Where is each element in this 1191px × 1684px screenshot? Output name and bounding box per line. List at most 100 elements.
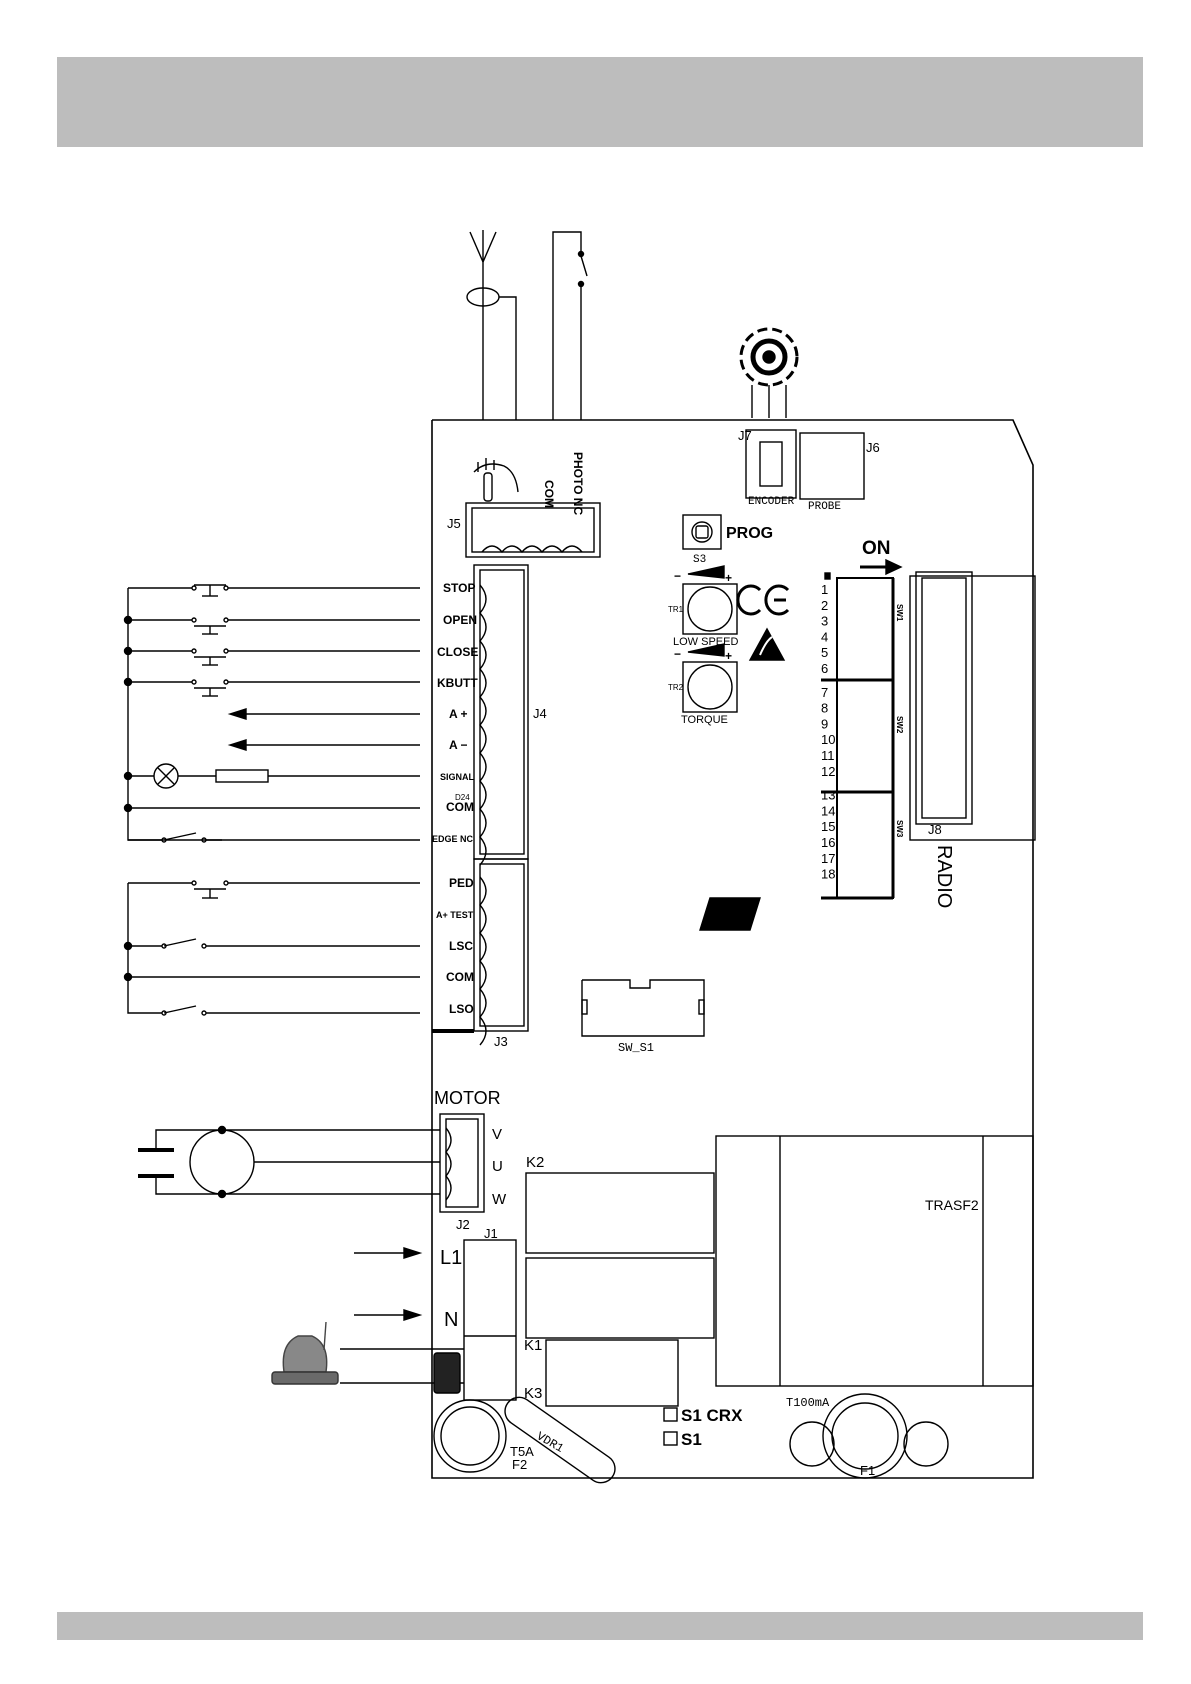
esd-warning-icon bbox=[748, 627, 786, 661]
dip-number-11: 11 bbox=[821, 748, 835, 763]
radio-caption: RADIO bbox=[933, 845, 955, 908]
terminal-signal: SIGNAL bbox=[440, 772, 475, 782]
j5-photo-nc-label: PHOTO NC bbox=[571, 452, 585, 515]
dip-bank-sw2: SW2 bbox=[895, 716, 904, 734]
tr2-plus: + bbox=[725, 649, 732, 663]
header-band bbox=[57, 57, 1143, 147]
dip-number-10: 10 bbox=[821, 732, 835, 747]
prog-label: PROG bbox=[726, 525, 773, 542]
tr1-ref: TR1 bbox=[668, 605, 684, 614]
close-button-symbol bbox=[191, 648, 420, 666]
dip-on-label: ON bbox=[862, 538, 891, 559]
dip-number-8: 8 bbox=[821, 701, 828, 716]
dip-switch-banks bbox=[821, 572, 895, 900]
board-outline bbox=[431, 419, 1034, 1479]
kbutt-button-symbol bbox=[191, 679, 420, 697]
transformer-label: TRASF2 bbox=[925, 1197, 979, 1213]
terminal-edge-nc: EDGE NC bbox=[432, 834, 474, 844]
j2-label: J2 bbox=[456, 1217, 470, 1232]
relay-k1 bbox=[545, 1339, 679, 1407]
j3-label: J3 bbox=[494, 1034, 508, 1049]
j1-label: J1 bbox=[484, 1226, 498, 1241]
motor-terminal-u: U bbox=[492, 1158, 503, 1175]
fuse-f1 bbox=[789, 1393, 949, 1479]
j3-external-wiring bbox=[123, 880, 420, 1016]
j5-label: J5 bbox=[447, 516, 461, 531]
power-n-label: N bbox=[444, 1309, 458, 1331]
terminal-block-j4 bbox=[473, 564, 529, 866]
dip-number-14: 14 bbox=[821, 803, 835, 818]
fuse-f1-label: F1 bbox=[860, 1463, 875, 1478]
tr1-plus: + bbox=[725, 571, 732, 585]
terminal-a-plus: A + bbox=[449, 707, 468, 721]
fuse-f2-label: F2 bbox=[512, 1457, 527, 1472]
relay-k2-lower bbox=[525, 1257, 715, 1339]
torque-trimmer-icon bbox=[682, 643, 738, 713]
connector-j5 bbox=[465, 458, 601, 558]
dip-bank-sw1: SW1 bbox=[895, 604, 904, 622]
tr2-minus: − bbox=[674, 647, 681, 661]
stop-button-symbol bbox=[191, 584, 420, 597]
flashing-light-icon bbox=[271, 1321, 464, 1385]
fuse-f1-rating: T100mA bbox=[786, 1396, 830, 1410]
relay-k3-label: K3 bbox=[524, 1385, 542, 1402]
terminal-close: CLOSE bbox=[437, 645, 478, 659]
j8-label: J8 bbox=[928, 822, 942, 837]
resistor-symbol bbox=[215, 769, 269, 783]
prog-button-icon bbox=[682, 514, 722, 550]
terminal-a-minus: A − bbox=[449, 738, 468, 752]
low-speed-caption: LOW SPEED bbox=[673, 636, 738, 648]
encoder-caption: ENCODER bbox=[748, 496, 795, 508]
terminal-com-j3: COM bbox=[446, 970, 474, 984]
dip-number-4: 4 bbox=[821, 629, 828, 644]
fuse-f2-rating: T5A bbox=[510, 1444, 534, 1459]
j3-terminal-labels: PED A+ TEST LSC COM LSO bbox=[436, 876, 474, 1016]
j6-label: J6 bbox=[866, 440, 880, 455]
lsc-switch-symbol bbox=[128, 938, 420, 949]
dip-number-13: 13 bbox=[821, 788, 835, 803]
probe-connector-j6 bbox=[799, 432, 865, 500]
antenna-terminal-icon bbox=[473, 458, 519, 502]
l1-arrow bbox=[354, 1247, 423, 1259]
dip-number-2: 2 bbox=[821, 598, 828, 613]
prog-ref-label: S3 bbox=[693, 554, 706, 566]
probe-caption: PROBE bbox=[808, 501, 841, 513]
varistor-label: VDR1 bbox=[534, 1429, 566, 1456]
j4-terminal-labels: STOP OPEN CLOSE KBUTT A + A − SIGNAL D24… bbox=[432, 581, 478, 844]
dip-number-6: 6 bbox=[821, 661, 828, 676]
terminal-block-j3 bbox=[432, 858, 529, 1046]
sw-s1-connector bbox=[581, 979, 705, 1037]
motor-title: MOTOR bbox=[434, 1088, 501, 1108]
lamp-terminal-icon bbox=[433, 1352, 461, 1394]
j5-com-label: COM bbox=[542, 480, 556, 508]
motor-connector-j2 bbox=[439, 1113, 485, 1213]
ped-button-symbol bbox=[191, 880, 420, 899]
dip-number-1: 1 bbox=[821, 582, 828, 597]
dip-number-17: 17 bbox=[821, 851, 835, 866]
motor-terminal-w: W bbox=[492, 1191, 507, 1208]
radio-connector-j8 bbox=[909, 571, 1036, 841]
dip-bank-sw3: SW3 bbox=[895, 820, 904, 838]
power-l1-label: L1 bbox=[440, 1247, 462, 1269]
torque-caption: TORQUE bbox=[681, 714, 728, 726]
dip-number-9: 9 bbox=[821, 716, 828, 731]
open-button-symbol bbox=[191, 617, 420, 635]
power-terminal-block-j1 bbox=[463, 1239, 517, 1401]
lso-switch-symbol bbox=[161, 1005, 420, 1016]
sw-s1-label: SW_S1 bbox=[618, 1041, 654, 1055]
j4-external-wiring bbox=[123, 584, 420, 843]
terminal-kbutt: KBUTT bbox=[437, 676, 478, 690]
terminal-a-plus-test: A+ TEST bbox=[436, 910, 474, 920]
signal-lamp-icon bbox=[153, 763, 216, 789]
rib-logo-text: RIB bbox=[712, 905, 746, 927]
low-speed-trimmer-icon bbox=[682, 565, 738, 635]
relay-k2-upper bbox=[525, 1172, 715, 1254]
j4-label: J4 bbox=[533, 706, 547, 721]
relay-k1-label: K1 bbox=[524, 1337, 542, 1354]
terminal-open: OPEN bbox=[443, 613, 477, 627]
terminal-lsc: LSC bbox=[449, 939, 473, 953]
option-s1: S1 bbox=[681, 1430, 702, 1449]
transformer-trasf2 bbox=[715, 1135, 1034, 1387]
